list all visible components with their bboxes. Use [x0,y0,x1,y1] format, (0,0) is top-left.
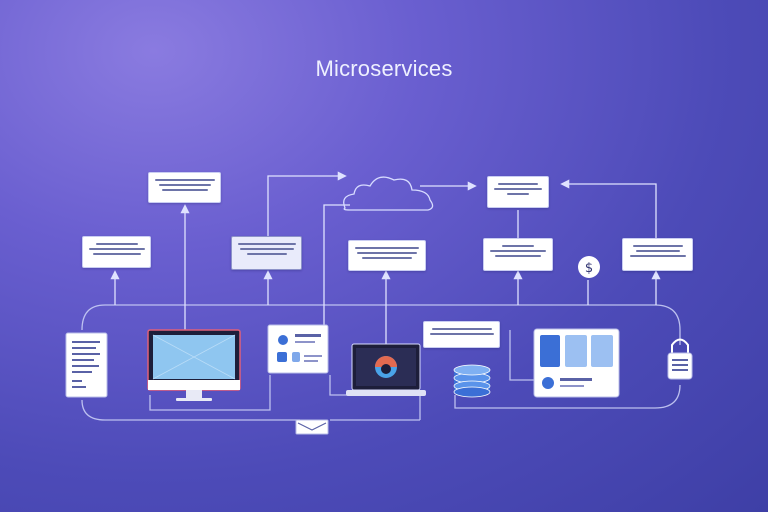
note-box-8 [423,321,500,348]
bus-lines [81,304,681,421]
note-box-7 [622,238,693,271]
laptop-icon [346,343,426,396]
dollar-icon: $ [578,256,600,278]
cloud-icon [343,176,434,211]
note-box-6 [483,238,553,271]
note-box-3 [231,236,302,270]
arrows [110,171,661,345]
database-icon [453,364,491,398]
monitor-icon [147,329,241,401]
note-box-1 [148,172,221,203]
document-icon [65,332,108,398]
lock-icon [667,338,693,380]
note-box-5 [487,176,549,208]
dashboard-card-icon [267,324,329,374]
diagram-title: Microservices [315,56,453,81]
svg-text:$: $ [585,261,593,276]
note-box-4 [348,240,426,271]
panel-icon [533,328,620,398]
mail-icon [295,419,329,435]
note-box-2 [82,236,151,268]
